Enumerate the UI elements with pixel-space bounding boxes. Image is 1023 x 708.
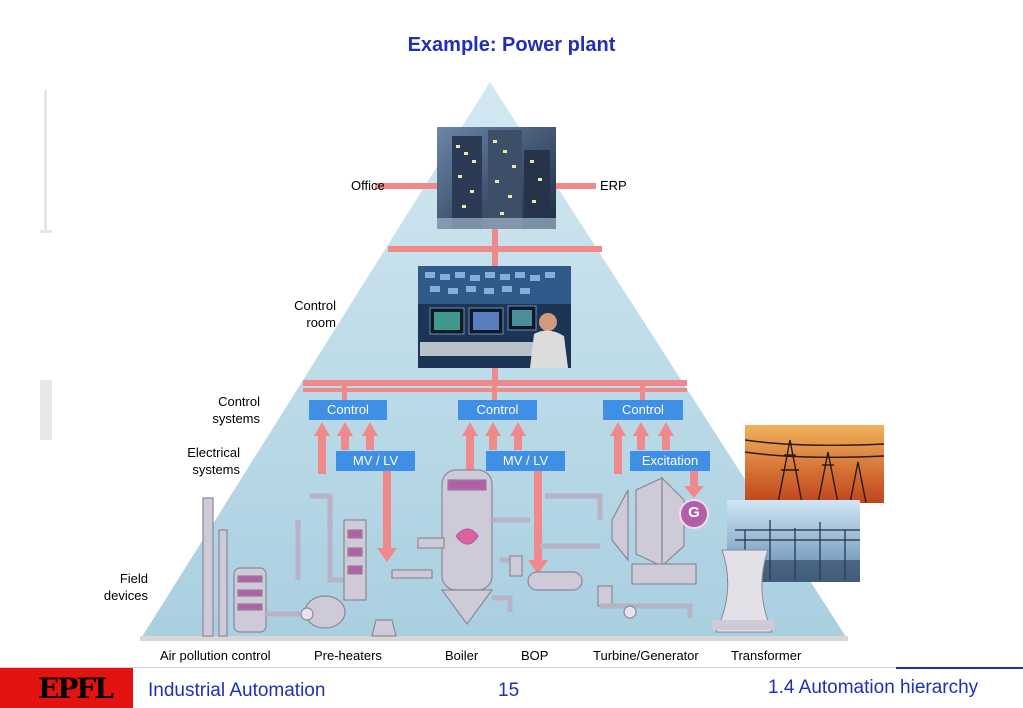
office-building-image bbox=[437, 127, 556, 229]
generator-icon bbox=[679, 499, 709, 529]
footer-divider bbox=[0, 667, 1023, 668]
erp-label: ERP bbox=[600, 178, 627, 193]
transformer-label: Transformer bbox=[731, 648, 802, 663]
page-title: Example: Power plant bbox=[407, 34, 616, 56]
page-number: 15 bbox=[498, 680, 520, 701]
mv-lv-box-2: MV / LV bbox=[486, 451, 565, 471]
ground-line bbox=[140, 636, 848, 641]
footer-accent-line bbox=[896, 667, 1023, 669]
control-box-2: Control bbox=[458, 400, 537, 420]
transmission-tower-image bbox=[744, 425, 885, 504]
cooling-tower bbox=[715, 549, 773, 633]
bus-lines bbox=[303, 183, 687, 400]
epfl-logo: EPFL bbox=[0, 668, 133, 708]
control-systems-label: Control systems bbox=[212, 394, 260, 426]
control-room-image bbox=[418, 266, 571, 368]
boiler-label: Boiler bbox=[445, 648, 479, 663]
course-title: Industrial Automation bbox=[148, 680, 326, 701]
electrical-systems-label: Electrical systems bbox=[187, 445, 240, 477]
generator-label: G bbox=[688, 504, 700, 521]
control-box-3: Control bbox=[603, 400, 683, 420]
mv-lv-box-1: MV / LV bbox=[336, 451, 415, 471]
air-pollution-control-label: Air pollution control bbox=[160, 648, 271, 663]
signal-arrows bbox=[314, 422, 704, 574]
field-devices-label: Field devices bbox=[103, 571, 148, 603]
control-room-label: Control room bbox=[294, 298, 336, 330]
plant-equipment bbox=[202, 469, 697, 637]
office-label: Office bbox=[351, 178, 385, 193]
pre-heaters-label: Pre-heaters bbox=[314, 648, 382, 663]
excitation-box: Excitation bbox=[630, 451, 710, 471]
section-title: 1.4 Automation hierarchy bbox=[768, 677, 979, 698]
watermark bbox=[40, 90, 52, 440]
bop-label: BOP bbox=[521, 648, 549, 663]
control-box-1: Control bbox=[309, 400, 387, 420]
turbine-generator-label: Turbine/Generator bbox=[593, 648, 699, 663]
